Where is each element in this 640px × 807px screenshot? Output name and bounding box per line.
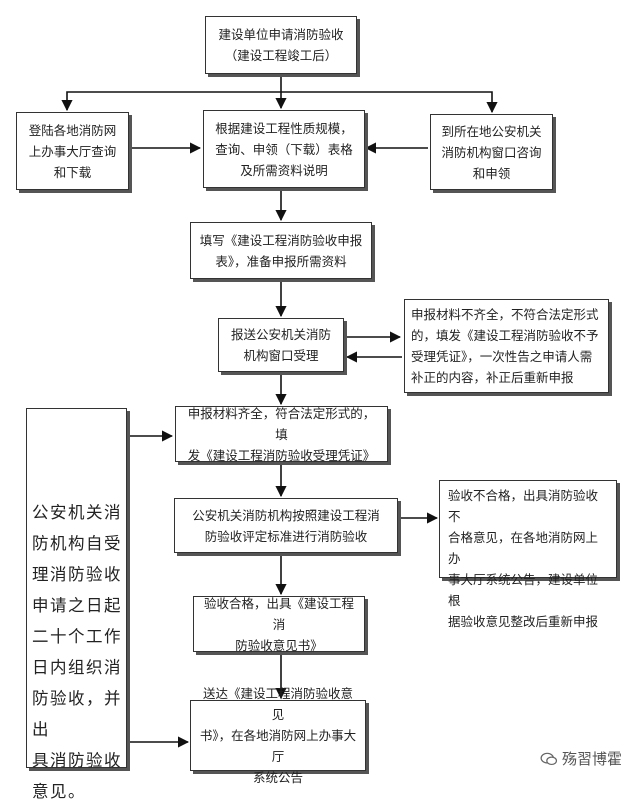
box-incomplete-text: 申报材料不齐全，不符合法定形式 的，填发《建设工程消防验收不予 受理凭证》，一次… [411,307,599,385]
box-incomplete: 申报材料不齐全，不符合法定形式 的，填发《建设工程消防验收不予 受理凭证》，一次… [404,299,609,393]
box-scope-query: 根据建设工程性质规模， 查询、申领（下载）表格 及所需资料说明 [203,110,365,188]
box-inspection-text: 公安机关消防机构按照建设工程消 防验收评定标准进行消防验收 [192,507,380,544]
wechat-icon [540,752,558,765]
box-fail-text: 验收不合格，出具消防验收不 合格意见，在各地消防网上办 事大厅系统公告，建设单位… [448,488,599,629]
box-complete: 申报材料齐全，符合法定形式的，填 发《建设工程消防验收受理凭证》 [175,406,388,463]
side-note-box: 公安机关消 防机构自受 理消防验收 申请之日起 二十个工作 日内组织消 防验收，… [26,408,127,801]
box-window-consult-text: 到所在地公安机关 消防机构窗口咨询 和申领 [441,123,542,181]
watermark-text: 殇習博霍 [562,750,623,768]
box-fill-form-text: 填写《建设工程消防验收申报 表》，准备申报所需资料 [199,232,363,269]
line-split-left [61,91,281,112]
box-inspection: 公安机关消防机构按照建设工程消 防验收评定标准进行消防验收 [174,498,398,553]
box-submit-window-text: 报送公安机关消防 机构窗口受理 [230,327,331,363]
box-scope-query-text: 根据建设工程性质规模， 查询、申领（下载）表格 及所需资料说明 [215,120,353,178]
side-note-text: 公安机关消 防机构自受 理消防验收 申请之日起 二十个工作 日内组织消 防验收，… [32,503,122,801]
box-submit-window: 报送公安机关消防 机构窗口受理 [218,318,344,372]
box-online-query-text: 登陆各地消防网 上办事大厅查询 和下载 [28,122,117,180]
box-apply-start: 建设单位申请消防验收 （建设工程竣工后） [205,16,357,74]
box-fail: 验收不合格，出具消防验收不 合格意见，在各地消防网上办 事大厅系统公告，建设单位… [439,480,617,629]
watermark: 殇習博霍 [540,748,622,769]
box-pass: 验收合格，出具《建设工程消 防验收意见书》 [193,596,365,653]
box-fill-form: 填写《建设工程消防验收申报 表》，准备申报所需资料 [190,222,372,279]
box-pass-text: 验收合格，出具《建设工程消 防验收意见书》 [203,595,354,653]
box-deliver-text: 送达《建设工程消防验收意见 书》，在各地消防网上办事大厅 系统公告 [199,686,357,785]
box-apply-start-text: 建设单位申请消防验收 （建设工程竣工后） [218,27,344,63]
box-deliver: 送达《建设工程消防验收意见 书》，在各地消防网上办事大厅 系统公告 [190,686,366,785]
connector-layer [61,74,498,748]
box-window-consult: 到所在地公安机关 消防机构窗口咨询 和申领 [430,114,553,190]
line-split-right [281,91,498,114]
box-complete-text: 申报材料齐全，符合法定形式的，填 发《建设工程消防验收受理凭证》 [187,405,376,463]
box-online-query: 登陆各地消防网 上办事大厅查询 和下载 [16,112,129,190]
